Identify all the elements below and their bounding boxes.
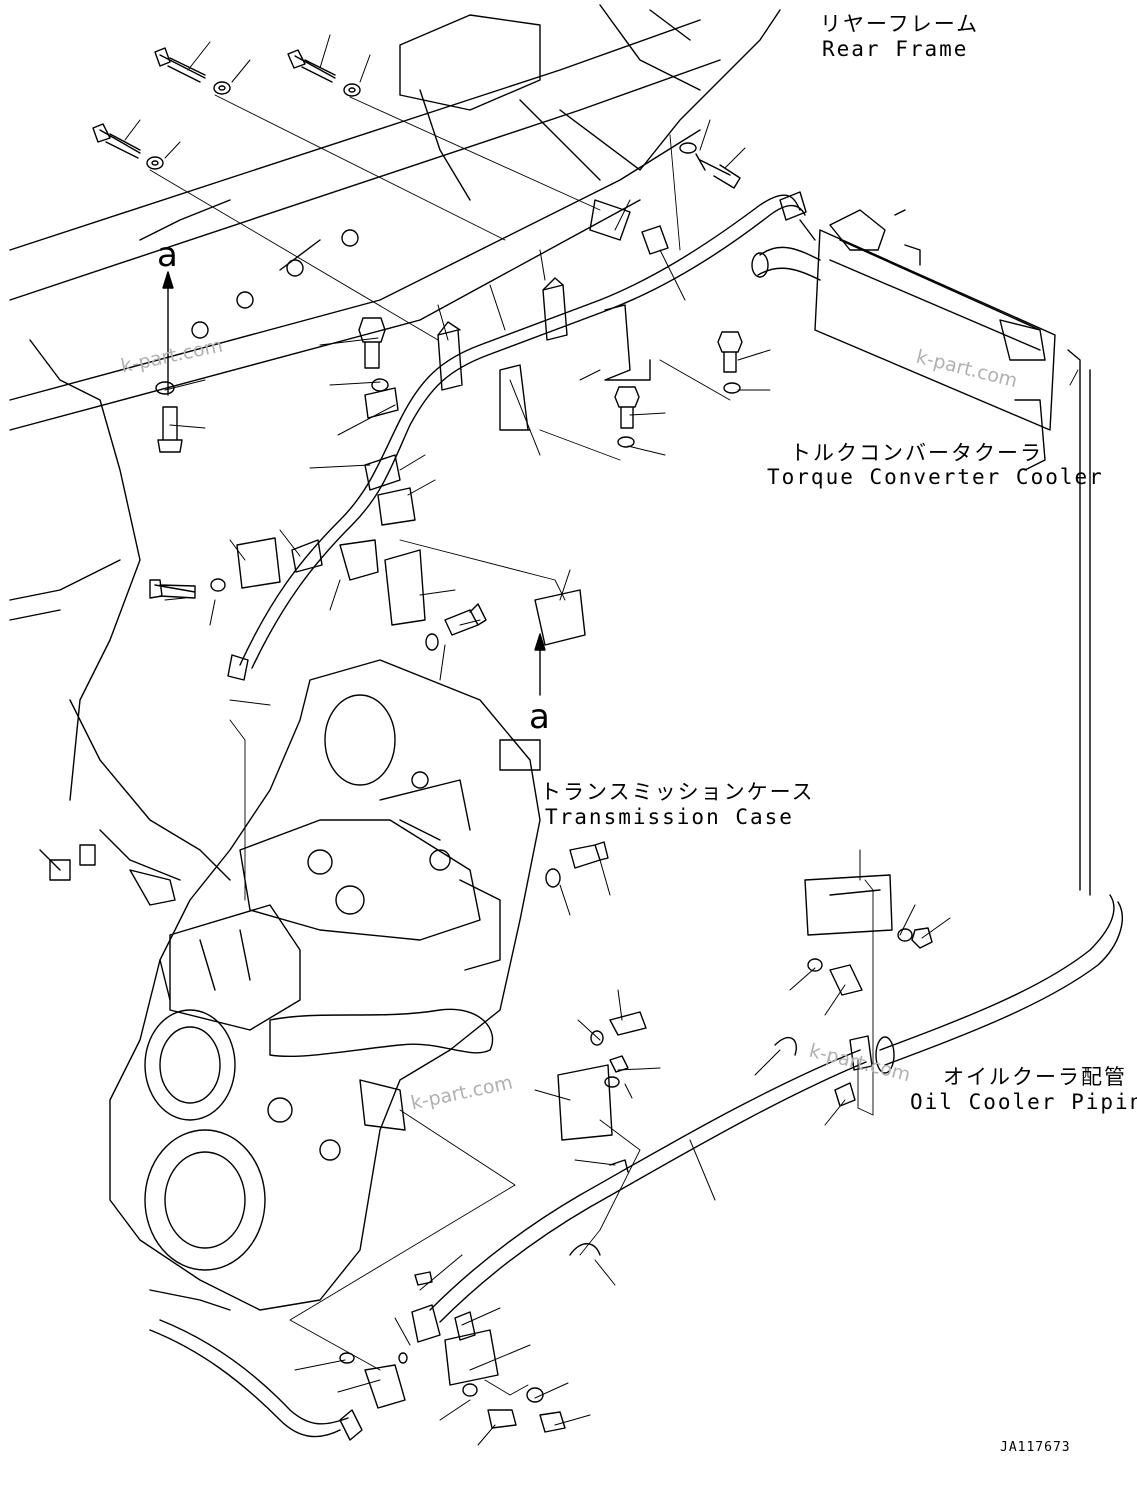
leader-lines [124,34,951,1446]
connection-lines [149,94,1079,1396]
oil-cooler-piping-label-en: Oil Cooler Piping [910,1090,1137,1114]
view-a-ref-upper: a [157,235,178,275]
clamps-and-brackets [236,199,893,1386]
rear-frame-label-en: Rear Frame [822,37,969,61]
oil-cooler-piping-label-jp: オイルクーラ配管 [943,1065,1127,1089]
bolts-and-washers [92,47,933,1433]
rear-frame-label-jp: リヤーフレーム [820,12,980,36]
drawing-code: JA117673 [1000,1440,1071,1455]
oil-cooler-piping [149,349,1123,1441]
upper-hose-assembly [227,191,807,681]
transmission-case-label-en: Transmission Case [545,805,794,829]
rear-frame [9,4,781,906]
transmission-case [109,659,541,1311]
view-a-ref-lower: a [529,697,550,737]
torque-converter-cooler-label-en: Torque Converter Cooler [767,465,1104,489]
transmission-case-label-jp: トランスミッションケース [540,780,815,804]
torque-converter-cooler-label-jp: トルクコンバータクーラ [790,441,1043,465]
view-a-arrows [162,271,546,696]
torque-converter-cooler [751,209,1056,471]
